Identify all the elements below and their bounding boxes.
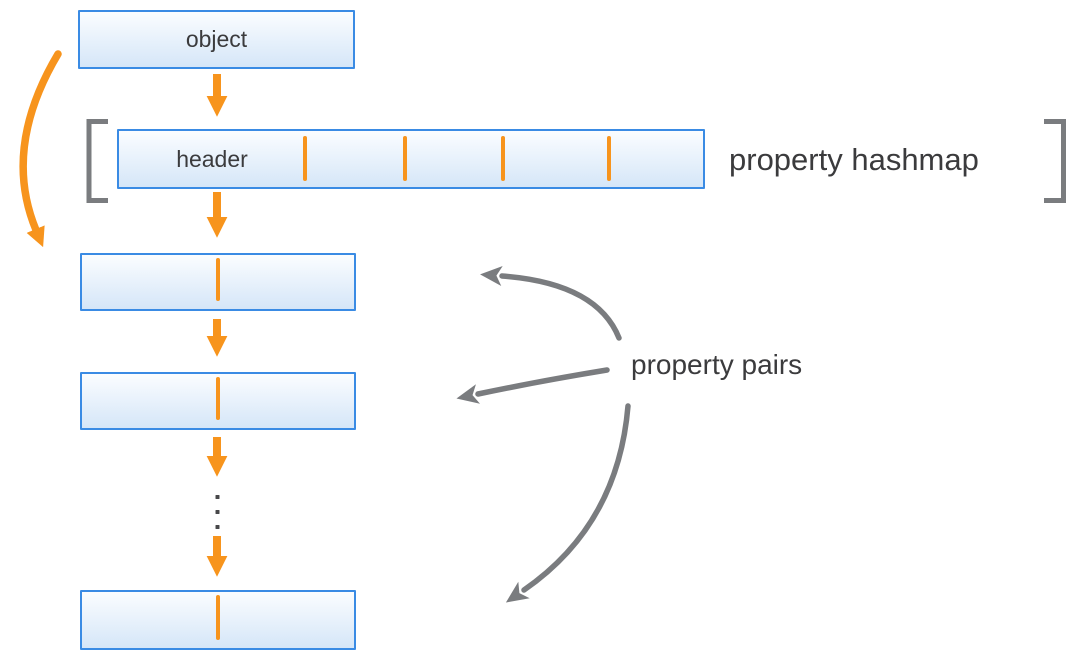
pairs-arrow-top [480,266,622,341]
property-pair-box-1 [80,253,356,311]
property-pair-box-2 [80,372,356,430]
pairs-arrow-bottom [505,403,631,603]
ellipsis-dot [215,525,220,529]
pairs-arrow-middle [456,367,610,404]
arrow-object-to-pair1-curved [19,50,62,248]
hashmap-slot-divider [403,136,407,181]
hashmap-header-box: header [117,129,705,189]
pair-box-divider [216,258,220,301]
hashmap-slot-divider [501,136,505,181]
pair-box-divider [216,377,220,420]
pair-box-divider [216,595,220,640]
property-pair-box-3 [80,590,356,650]
ellipsis-dot [215,495,220,499]
right-bracket [1044,119,1066,203]
object-box-label: object [185,26,248,52]
ellipsis-dot [215,510,220,514]
header-box-label: header [176,145,248,172]
hashmap-slot-divider [607,136,611,181]
property-hashmap-label: property hashmap [729,141,979,177]
hashmap-slot-divider [303,136,307,181]
left-bracket [86,119,108,203]
property-pairs-label: property pairs [631,349,803,380]
object-box: object [78,10,355,69]
